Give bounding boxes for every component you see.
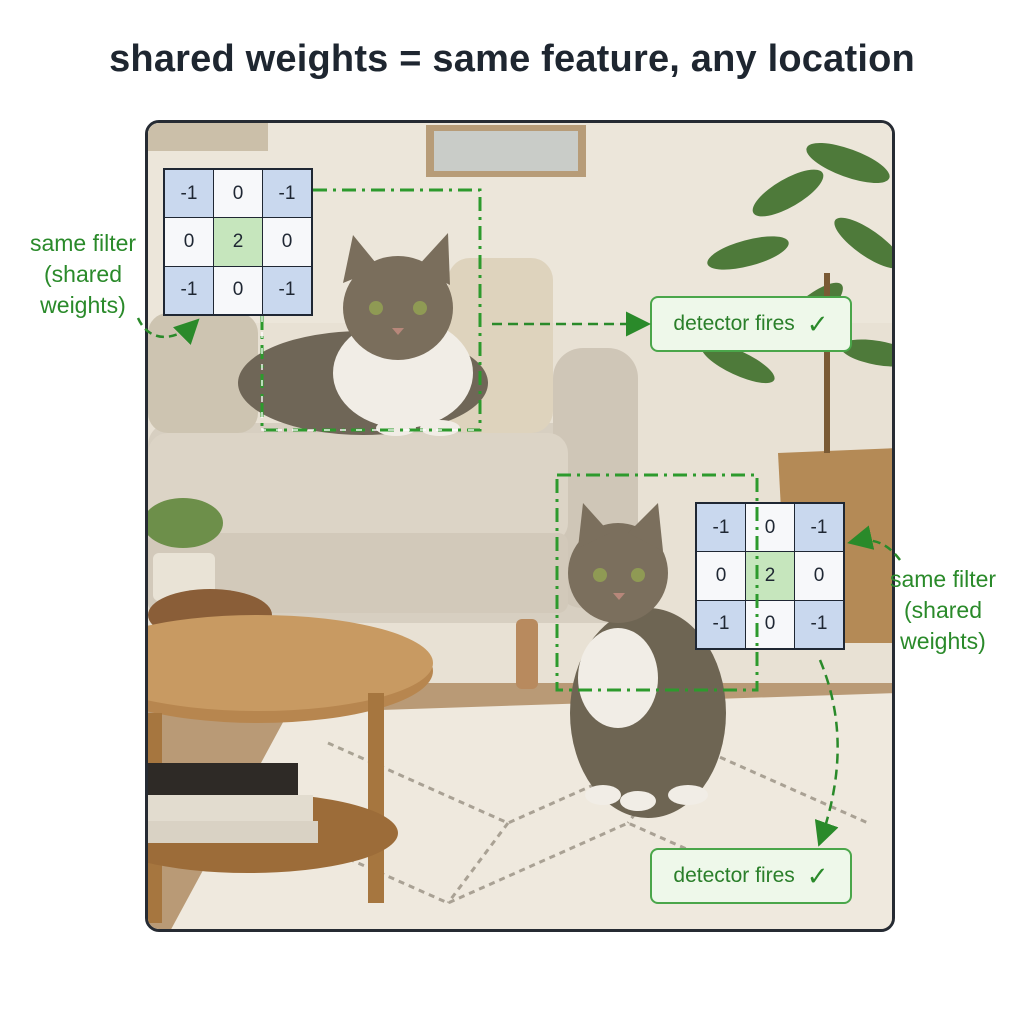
filter-note-left: same filter (shared weights) [8,228,158,321]
filter-note-line: same filter [889,566,997,592]
filter-note-line: (shared [904,597,982,623]
filter-weight-cell: -1 [795,600,843,648]
detector-label: detector fires [673,864,795,887]
coffee-table [148,615,433,923]
filter-weight-cell: -1 [263,170,311,218]
filter-weight-cell: -1 [697,504,745,552]
wall-frame-left [148,123,268,151]
filter-weight-cell: -1 [697,600,745,648]
filter-weight-cell: 0 [165,218,213,266]
check-icon: ✓ [806,860,829,891]
detector-label: detector fires [673,312,795,335]
filter-weight-cell: -1 [165,170,213,218]
filter-weight-cell: 0 [795,552,843,600]
filter-weight-cell: -1 [795,504,843,552]
filter-weight-cell: 0 [746,504,794,552]
filter-note-line: (shared [44,261,122,287]
detector-fires-bottom: detector fires ✓ [650,848,852,904]
filter-note-line: weights) [40,292,126,318]
filter-weight-cell: 0 [214,170,262,218]
detector-fires-top: detector fires ✓ [650,296,852,352]
filter-note-right: same filter (shared weights) [868,564,1018,657]
filter-weight-cell: 0 [214,266,262,314]
filter-weight-cell: 0 [746,600,794,648]
filter-weight-cell: -1 [165,266,213,314]
filter-weight-cell: 0 [697,552,745,600]
filter-weight-cell: 2 [214,218,262,266]
filter-weight-cell: -1 [263,266,311,314]
filter-weight-cell: 0 [263,218,311,266]
check-icon: ✓ [806,308,829,339]
filter-weight-cell: 2 [746,552,794,600]
filter-note-line: weights) [900,628,986,654]
book-stack [148,763,298,795]
filter-note-line: same filter [29,230,137,256]
diagram-title: shared weights = same feature, any locat… [109,38,915,80]
